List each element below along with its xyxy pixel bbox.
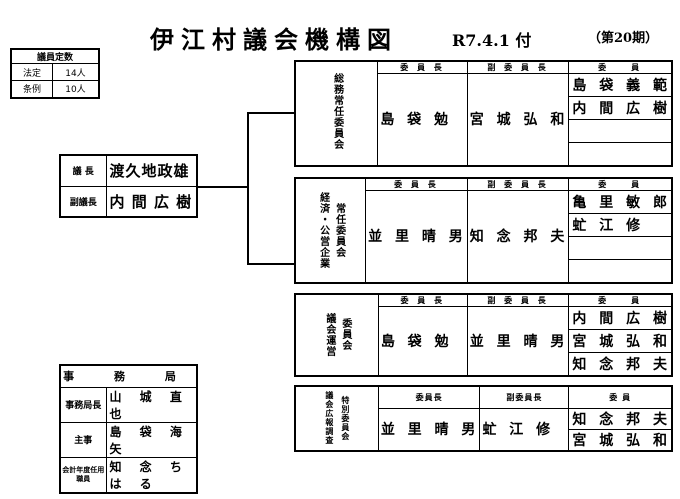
header-vice: 副委員長 — [479, 385, 570, 409]
committee-member: 知 念 邦 夫 — [568, 352, 673, 376]
committee-label: 委員会議会運営 — [294, 293, 379, 376]
staff-name: 島 袋 海 矢 — [105, 421, 198, 458]
quota-value: 10人 — [51, 80, 100, 98]
quota-label: 法定 — [10, 63, 53, 81]
header-vice: 副 委 員 長 — [466, 60, 570, 74]
quota-label: 条例 — [10, 80, 53, 98]
header-members: 委 員 — [568, 177, 673, 191]
committee-member — [568, 236, 673, 260]
connector-line — [247, 263, 294, 265]
committee-economy: 常任委員会経済・公営企業 委 員 長 副 委 員 長 委 員 並 里 晴 男 知… — [294, 177, 673, 284]
header-chair: 委 員 長 — [377, 60, 468, 74]
page-title: 伊江村議会機構図 — [150, 25, 398, 54]
header-chair: 委 員 長 — [377, 293, 468, 307]
vice-chair-label: 副議長 — [59, 185, 107, 218]
committee-member: 内 間 広 樹 — [568, 96, 673, 120]
effective-date: R7.4.1 付 — [452, 31, 532, 50]
connector-line — [198, 186, 248, 188]
committee-member: 亀 里 敏 郎 — [568, 190, 673, 214]
committee-member — [568, 142, 673, 166]
committee-public-relations: 特別委員会議会広報調査 委員長 副委員長 委 員 並 里 晴 男 虻 江 修 知… — [294, 385, 673, 452]
committee-member: 内 間 広 樹 — [568, 306, 673, 330]
committee-vice-chair: 並 里 晴 男 — [466, 306, 570, 376]
committee-vice-chair: 虻 江 修 — [479, 407, 570, 451]
term-period: （第20期） — [588, 31, 659, 46]
committee-member — [568, 259, 673, 283]
staff-name: 知 念 ち は る — [105, 456, 198, 493]
header-vice: 副 委 員 長 — [466, 293, 570, 307]
header-members: 委 員 — [568, 385, 673, 409]
header-members: 委 員 — [568, 293, 673, 307]
committee-member: 島 袋 義 範 — [568, 73, 673, 97]
committee-label: 特別委員会議会広報調査 — [294, 385, 379, 451]
committee-general-affairs: 総務常任委員会 委 員 長 副 委 員 長 委 員 島 袋 勉 宮 城 弘 和 … — [294, 60, 673, 167]
committee-member: 虻 江 修 — [568, 213, 673, 237]
committee-member: 宮 城 弘 和 — [568, 428, 673, 451]
quota-value: 14人 — [51, 63, 100, 81]
connector-line — [247, 112, 294, 114]
committee-label: 常任委員会経済・公営企業 — [294, 177, 367, 283]
committee-label: 総務常任委員会 — [294, 60, 379, 166]
committee-vice-chair: 宮 城 弘 和 — [466, 73, 570, 166]
header-vice: 副 委 員 長 — [466, 177, 570, 191]
header-chair: 委員長 — [377, 385, 481, 409]
committee-chair: 島 袋 勉 — [377, 73, 468, 166]
staff-role: 会計年度任用職員 — [59, 456, 107, 493]
secretariat-table: 事 務 局 事務局長山 城 直 也 主事島 袋 海 矢 会計年度任用職員知 念 … — [59, 364, 198, 494]
staff-name: 山 城 直 也 — [105, 386, 198, 423]
committee-chair: 並 里 晴 男 — [377, 407, 481, 451]
committee-chair: 並 里 晴 男 — [365, 190, 468, 283]
vice-chair-name: 内 間 広 樹 — [105, 185, 198, 218]
committee-member: 知 念 邦 夫 — [568, 407, 673, 430]
secretariat-title: 事 務 局 — [59, 364, 198, 388]
staff-role: 事務局長 — [59, 386, 107, 423]
header-chair: 委 員 長 — [365, 177, 468, 191]
committee-vice-chair: 知 念 邦 夫 — [466, 190, 570, 283]
chair-label: 議 長 — [59, 154, 107, 187]
leadership-table: 議 長渡久地政雄 副議長内 間 広 樹 — [59, 154, 198, 218]
header-members: 委 員 — [568, 60, 673, 74]
committee-member — [568, 119, 673, 143]
chair-name: 渡久地政雄 — [105, 154, 198, 187]
committee-chair: 島 袋 勉 — [377, 306, 468, 376]
quota-title: 議員定数 — [10, 48, 100, 64]
staff-role: 主事 — [59, 421, 107, 458]
committee-steering: 委員会議会運営 委 員 長 副 委 員 長 委 員 島 袋 勉 並 里 晴 男 … — [294, 293, 673, 377]
committee-member: 宮 城 弘 和 — [568, 329, 673, 353]
connector-line — [247, 112, 249, 265]
